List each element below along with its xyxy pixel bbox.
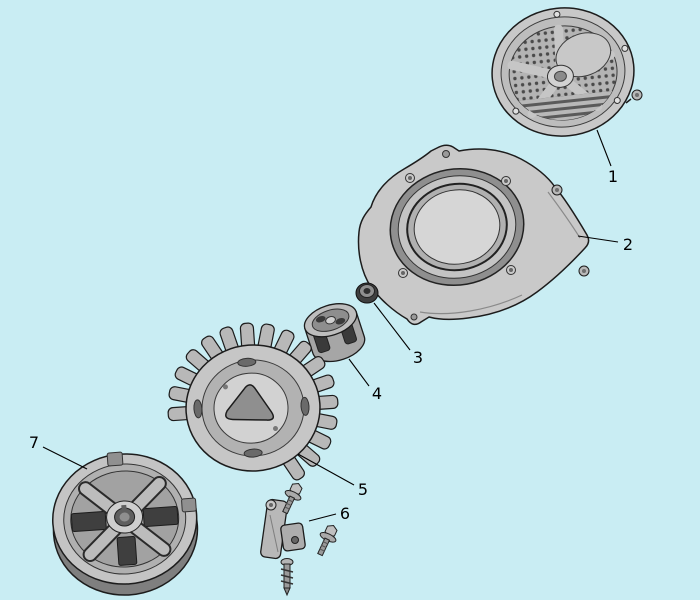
spring-bolt xyxy=(280,558,294,597)
fan-triangle-bore xyxy=(225,384,275,421)
part-number-label-3: 3 xyxy=(413,348,423,367)
flywheel-rim-notch-right xyxy=(181,497,197,513)
leader-line-6 xyxy=(308,513,337,522)
screw-bottom xyxy=(317,525,338,557)
housing-tab-hole-top xyxy=(442,150,450,158)
part-flywheel-fan xyxy=(167,322,339,483)
part-number-label-4: 4 xyxy=(372,384,382,403)
callout-6: 6 xyxy=(308,504,350,523)
screw-top xyxy=(282,483,303,515)
part-bracket xyxy=(260,498,306,560)
housing-tab-hole-bottom xyxy=(410,313,418,321)
leader-line-5 xyxy=(297,453,355,486)
part-number-label-7: 7 xyxy=(29,433,39,452)
callout-7: 7 xyxy=(29,433,88,470)
leader-line-3 xyxy=(373,302,411,351)
part-starter-cup xyxy=(303,303,366,363)
callout-2: 2 xyxy=(577,235,633,254)
starter-rim-screws xyxy=(512,10,629,115)
leader-line-2 xyxy=(577,235,619,243)
part-number-label-6: 6 xyxy=(340,504,350,523)
part-flywheel xyxy=(52,451,199,596)
flywheel-magnets xyxy=(70,505,179,566)
housing-bolt-top xyxy=(551,184,563,196)
callout-1: 1 xyxy=(596,129,618,186)
cup-center xyxy=(325,316,336,325)
part-number-label-1: 1 xyxy=(608,167,618,186)
flywheel-rim-notch-top xyxy=(106,451,124,467)
part-recoil-starter xyxy=(491,7,635,137)
housing-bolt-bottom xyxy=(578,265,590,277)
housing-opening xyxy=(389,167,525,287)
part-flange-nut xyxy=(355,282,379,304)
fan-slots xyxy=(193,357,310,458)
leader-line-4 xyxy=(348,358,370,387)
callout-4: 4 xyxy=(348,358,382,403)
part-blower-housing xyxy=(357,144,590,326)
starter-pulley-cover xyxy=(555,32,612,78)
starter-bolt xyxy=(625,89,643,104)
part-number-label-5: 5 xyxy=(358,480,368,499)
part-number-label-2: 2 xyxy=(623,235,633,254)
leader-line-7 xyxy=(42,446,88,470)
leader-line-1 xyxy=(596,129,612,167)
callout-3: 3 xyxy=(373,302,423,367)
housing-ear-holes xyxy=(398,173,516,278)
callout-5: 5 xyxy=(297,453,368,499)
